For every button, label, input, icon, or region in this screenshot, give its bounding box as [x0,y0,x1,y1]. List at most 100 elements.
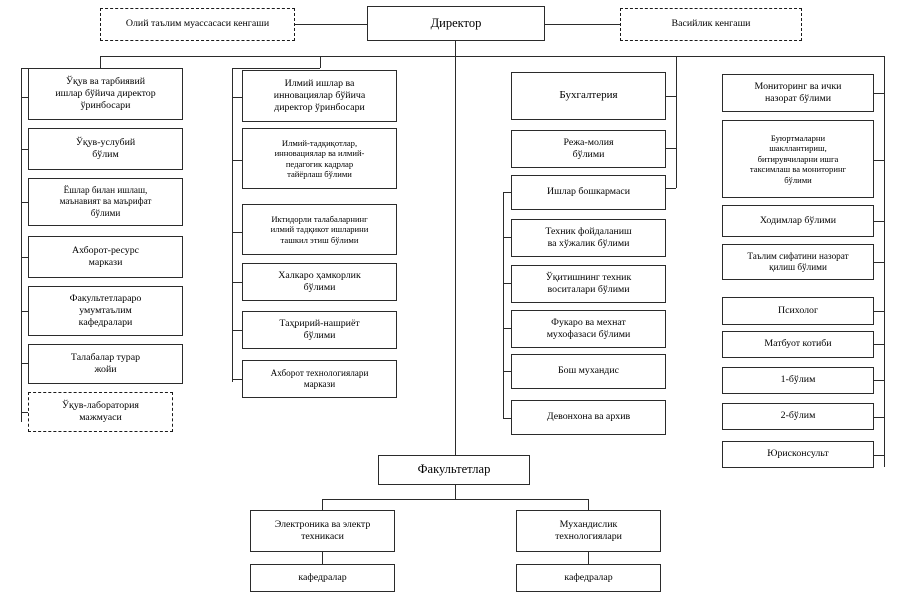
node-label: Таҳририй-нашриёт бўлими [279,317,360,341]
node-information-technology-center[interactable]: Ахборот технологиялари маркази [242,360,397,398]
node-plan-finance-dept[interactable]: Режа-молия бўлими [511,130,666,168]
node-personnel-dept[interactable]: Ходимлар бўлими [722,205,874,237]
connector-center-spine [455,56,456,455]
connector-col4-item-2 [874,160,884,161]
node-works-administration[interactable]: Ишлар бошкармаси [511,175,666,210]
connector-right-faculty-to-kafedralar [588,552,589,564]
node-research-innovation-dept[interactable]: Илмий-тадқиқотлар, инновациялар ва илмий… [242,128,397,189]
node-department-1[interactable]: 1-бўлим [722,367,874,394]
node-label: Ўқув-лаборатория мажмуаси [62,399,139,423]
node-board-of-trustees[interactable]: Васийлик кенгаши [620,8,802,41]
connector-col3-item-5 [503,283,511,284]
node-label: Ахборот-ресурс маркази [71,244,140,268]
node-faculty-electronics-electrical-engineering[interactable]: Электроника ва электр техникаси [250,510,395,552]
connector-col4-item-7 [874,380,884,381]
connector-col1-item-2 [21,149,29,150]
node-department-2[interactable]: 2-бўлим [722,403,874,430]
connector-col1-item-5 [21,311,29,312]
node-label: Директор [430,15,482,30]
node-talented-students-research-dept[interactable]: Иктидорли талабаларнинг илмий тадқикот и… [242,204,397,255]
node-kafedralar-right[interactable]: кафедралар [516,564,661,592]
node-faculty-engineering-technologies[interactable]: Мухандислик технологиялари [516,510,661,552]
node-higher-education-council[interactable]: Олий таълим муассасаси кенгаши [100,8,295,41]
connector-col3-item-1 [666,96,676,97]
node-label: Илмий-тадқиқотлар, инновациялар ва илмий… [274,137,365,179]
node-label: 2-бўлим [780,410,816,422]
connector-faculties-drop [455,485,456,499]
node-director[interactable]: Директор [367,6,545,41]
node-label: Ишлар бошкармаси [546,186,631,198]
node-information-resource-center[interactable]: Ахборот-ресурс маркази [28,236,183,278]
node-label: Талабалар турар жойи [70,351,141,375]
connector-col3-item-4 [503,237,511,238]
node-label: кафедралар [564,571,613,583]
connector-col2-item-4 [232,282,242,283]
node-label: Мухандислик технологиялари [555,518,622,542]
node-civil-labor-protection-dept[interactable]: Фукаро ва мехнат мухофазаси бўлими [511,310,666,348]
connector-col4-item-9 [874,455,884,456]
node-label: Таълим сифатини назорат қилиш бўлими [747,250,849,272]
node-deputy-director-academic[interactable]: Ўқув ва тарбиявий ишлар бўйича директор … [28,68,183,120]
node-interfaculty-general-departments[interactable]: Факультетлараро умумтаълим кафедралари [28,286,183,336]
connector-col2-item-1 [232,97,242,98]
node-legal-counsel[interactable]: Юрисконсульт [722,441,874,468]
node-educational-laboratory-complex[interactable]: Ўқув-лаборатория мажмуаси [28,392,173,432]
node-technical-operation-economy-dept[interactable]: Техник фойдаланиш ва хўжалик бўлими [511,219,666,257]
node-kafedralar-left[interactable]: кафедралар [250,564,395,592]
node-education-quality-control-dept[interactable]: Таълим сифатини назорат қилиш бўлими [722,244,874,280]
connector-faculty-drop-right [588,499,589,510]
node-label: Фукаро ва мехнат мухофазаси бўлими [546,316,631,340]
node-chancellery-archive[interactable]: Девонхона ва архив [511,400,666,435]
connector-col4-item-8 [874,417,884,418]
connector-col4-item-6 [874,344,884,345]
node-accounting[interactable]: Бухгалтерия [511,72,666,120]
node-psychologist[interactable]: Психолог [722,297,874,325]
node-teaching-technical-means-dept[interactable]: Ўқитишнинг техник воситалари бўлими [511,265,666,303]
node-label: Электроника ва электр техникаси [274,518,371,542]
node-monitoring-internal-control-dept[interactable]: Мониторинг ва ички назорат бўлими [722,74,874,112]
node-press-secretary[interactable]: Матбуот котиби [722,331,874,358]
connector-col2-item-5 [232,330,242,331]
connector-col3-item-3-left [503,192,511,193]
connector-director-right-council [545,24,620,25]
connector-col3-item-2 [666,148,676,149]
node-chief-engineer[interactable]: Бош мухандис [511,354,666,389]
rail-column-3-left [503,192,504,418]
node-label: Техник фойдаланиш ва хўжалик бўлими [545,225,632,249]
node-student-dormitory[interactable]: Талабалар турар жойи [28,344,183,384]
connector-col3-item-6 [503,328,511,329]
node-label: Олий таълим муассасаси кенгаши [125,18,270,30]
connector-col3-item-3-right [666,188,676,189]
connector-col3-item-7 [503,371,511,372]
node-orders-graduates-placement-dept[interactable]: Буюртмаларни шакллантириш, битирувчиларн… [722,120,874,198]
node-label: Ходимлар бўлими [759,214,837,226]
node-youth-spirituality-dept[interactable]: Ёшлар билан ишлаш, маънавият ва маърифат… [28,178,183,226]
node-label: Режа-молия бўлими [563,136,614,160]
node-label: кафедралар [298,571,347,583]
connector-col3-item-8 [503,418,511,419]
connector-col1-item-6 [21,363,29,364]
connector-col4-item-1 [874,93,884,94]
node-educational-methodical-dept[interactable]: Ўқув-услубий бўлим [28,128,183,170]
connector-bus-end-right [884,56,885,68]
node-international-cooperation-dept[interactable]: Халкаро ҳамкорлик бўлими [242,263,397,301]
node-faculties[interactable]: Факультетлар [378,455,530,485]
rail-column-3-right [676,68,677,188]
node-label: Матбуот котиби [764,338,832,350]
node-label: Девонхона ва архив [546,411,631,423]
node-editorial-publishing-dept[interactable]: Таҳририй-нашриёт бўлими [242,311,397,349]
node-label: Ёшлар билан ишлаш, маънавият ва маърифат… [59,185,152,218]
connector-left-faculty-to-kafedralar [322,552,323,564]
node-label: Буюртмаларни шакллантириш, битирувчиларн… [749,132,847,185]
node-label: Мониторинг ва ички назорат бўлими [754,80,842,104]
connector-col2-item-2 [232,160,242,161]
node-label: Васийлик кенгаши [671,18,751,30]
node-label: Бухгалтерия [559,89,618,102]
node-label: Иктидорли талабаларнинг илмий тадқикот и… [270,213,369,245]
node-label: Ўқитишнинг техник воситалари бўлими [545,271,632,295]
node-label: Юрисконсульт [767,448,829,460]
node-deputy-director-science[interactable]: Илмий ишлар ва инновациялар бўйича дирек… [242,70,397,122]
node-label: Илмий ишлар ва инновациялар бўйича дирек… [273,77,366,114]
connector-col4-item-3 [874,221,884,222]
